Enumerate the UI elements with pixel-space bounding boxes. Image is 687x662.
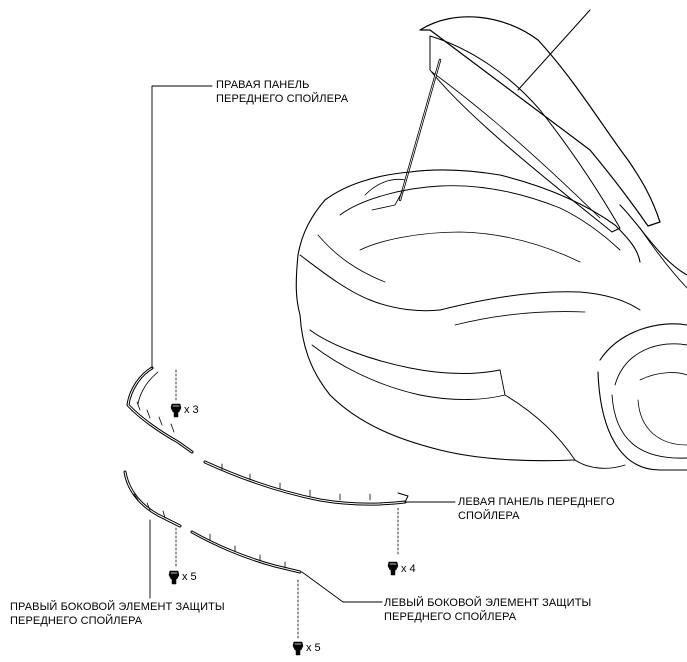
right-guard-fastener-qty: x 5: [182, 571, 197, 583]
label-line: ПРАВАЯ ПАНЕЛЬ: [216, 79, 310, 91]
leader-lines: [149, 85, 456, 603]
left-front-spoiler-panel: [203, 460, 409, 506]
label-line: ПЕРЕДНЕГО СПОЙЛЕРА: [216, 93, 349, 105]
screw-icon: [292, 641, 304, 656]
right-front-spoiler-panel: [126, 366, 194, 454]
label-line: ПРАВЫЙ БОКОВОЙ ЭЛЕМЕНТ ЗАЩИТЫ: [10, 601, 225, 613]
right-side-guard: [123, 470, 182, 528]
label-line: ЛЕВАЯ ПАНЕЛЬ ПЕРЕДНЕГО: [458, 496, 615, 508]
left-guard-fastener-qty: x 5: [306, 642, 321, 654]
label-line: ЛЕВЫЙ БОКОВОЙ ЭЛЕМЕНТ ЗАЩИТЫ: [384, 597, 592, 609]
screw-icon: [168, 570, 180, 585]
left-side-guard: [190, 530, 302, 574]
left-side-guard-label: ЛЕВЫЙ БОКОВОЙ ЭЛЕМЕНТ ЗАЩИТЫ ПЕРЕДНЕГО С…: [384, 596, 591, 624]
left-panel-fastener-qty: x 4: [401, 563, 416, 575]
fastener-guide-lines: [175, 369, 399, 641]
screw-icon: [387, 561, 399, 576]
car-body: [295, 9, 687, 471]
right-front-spoiler-panel-label: ПРАВАЯ ПАНЕЛЬ ПЕРЕДНЕГО СПОЙЛЕРА: [216, 78, 348, 106]
label-line: ПЕРЕДНЕГО СПОЙЛЕРА: [10, 615, 143, 627]
screw-icon: [170, 403, 182, 418]
right-panel-fastener-qty: x 3: [184, 404, 199, 416]
left-front-spoiler-panel-label: ЛЕВАЯ ПАНЕЛЬ ПЕРЕДНЕГО СПОЙЛЕРА: [458, 495, 615, 523]
label-line: ПЕРЕДНЕГО СПОЙЛЕРА: [384, 611, 517, 623]
label-line: СПОЙЛЕРА: [458, 510, 520, 522]
right-side-guard-label: ПРАВЫЙ БОКОВОЙ ЭЛЕМЕНТ ЗАЩИТЫ ПЕРЕДНЕГО …: [10, 600, 225, 628]
